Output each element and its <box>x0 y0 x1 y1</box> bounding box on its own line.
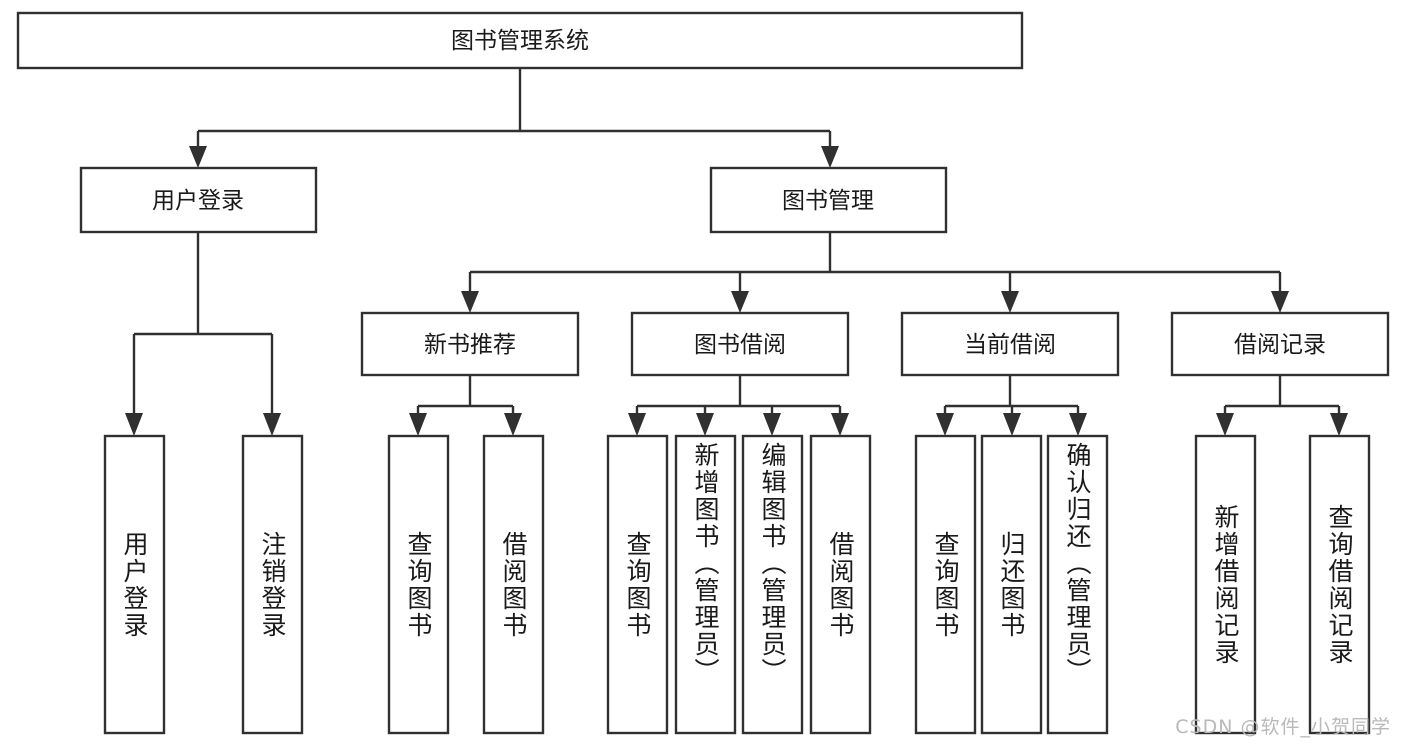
arrow-user-login-leaf-1 <box>263 413 281 436</box>
leaf-box-user-login-0[interactable] <box>103 434 166 735</box>
leaf-box-current-borrow-0[interactable] <box>914 434 977 735</box>
leaf-box-book-borrow-3[interactable] <box>809 434 872 735</box>
arrow-borrow-record-leaf-0 <box>1216 413 1234 436</box>
node-user-login-box[interactable] <box>79 166 318 234</box>
arrow-bm-to-borrow-record <box>1271 291 1289 313</box>
node-current-borrow-box[interactable] <box>900 311 1120 377</box>
node-root[interactable]: 图书管理系统 <box>16 11 1024 70</box>
leaf-box-borrow-record-1[interactable] <box>1308 434 1371 735</box>
arrow-current-borrow-leaf-1 <box>1003 413 1021 436</box>
leaf-box-current-borrow-1[interactable] <box>980 434 1043 735</box>
arrow-new-book-leaf-1 <box>504 413 522 436</box>
leaf-box-book-borrow-2[interactable] <box>741 434 804 735</box>
node-book-manage-label: 图书管理 <box>782 188 874 214</box>
node-borrow-record-box[interactable] <box>1170 311 1390 377</box>
leaf-box-new-book-1[interactable] <box>482 434 545 735</box>
arrow-current-borrow-leaf-2 <box>1069 413 1087 436</box>
arrow-root-to-user-login <box>189 146 207 168</box>
node-new-book-recommend-label: 新书推荐 <box>424 332 516 358</box>
connector-layer <box>125 68 1348 436</box>
arrow-user-login-leaf-0 <box>125 413 143 436</box>
arrow-bm-to-book-borrow <box>731 291 749 313</box>
node-current-borrow-label: 当前借阅 <box>964 332 1056 358</box>
arrow-bm-to-new-book <box>461 291 479 313</box>
leaf-box-book-borrow-1[interactable] <box>674 434 737 735</box>
leaf-box-new-book-0[interactable] <box>387 434 450 735</box>
arrow-bm-to-current-borrow <box>1001 291 1019 313</box>
node-current-borrow[interactable]: 当前借阅 <box>900 311 1120 377</box>
node-book-borrow[interactable]: 图书借阅 <box>630 311 850 377</box>
node-new-book-recommend[interactable]: 新书推荐 <box>360 311 580 377</box>
leaf-box-user-login-1[interactable] <box>241 434 304 735</box>
node-book-manage[interactable]: 图书管理 <box>709 166 948 234</box>
leaf-box-borrow-record-0[interactable] <box>1194 434 1257 735</box>
node-borrow-record-label: 借阅记录 <box>1234 332 1326 358</box>
node-root-box[interactable] <box>16 11 1024 70</box>
arrow-current-borrow-leaf-0 <box>936 413 954 436</box>
node-borrow-record[interactable]: 借阅记录 <box>1170 311 1390 377</box>
arrow-new-book-leaf-0 <box>409 413 427 436</box>
arrow-borrow-record-leaf-1 <box>1330 413 1348 436</box>
arrow-book-borrow-leaf-2 <box>763 413 781 436</box>
node-book-borrow-box[interactable] <box>630 311 850 377</box>
csdn-watermark: CSDN @软件_小贺同学 <box>1175 716 1391 738</box>
node-user-login-label: 用户登录 <box>152 188 244 214</box>
node-new-book-recommend-box[interactable] <box>360 311 580 377</box>
leaf-box-current-borrow-2[interactable] <box>1046 434 1109 735</box>
arrow-book-borrow-leaf-3 <box>831 413 849 436</box>
arrow-root-to-book-manage <box>821 146 839 168</box>
node-user-login[interactable]: 用户登录 <box>79 166 318 234</box>
node-root-label: 图书管理系统 <box>451 28 589 54</box>
leaf-box-book-borrow-0[interactable] <box>606 434 669 735</box>
node-book-manage-box[interactable] <box>709 166 948 234</box>
arrow-book-borrow-leaf-1 <box>696 413 714 436</box>
arrow-book-borrow-leaf-0 <box>628 413 646 436</box>
node-book-borrow-label: 图书借阅 <box>694 332 786 358</box>
